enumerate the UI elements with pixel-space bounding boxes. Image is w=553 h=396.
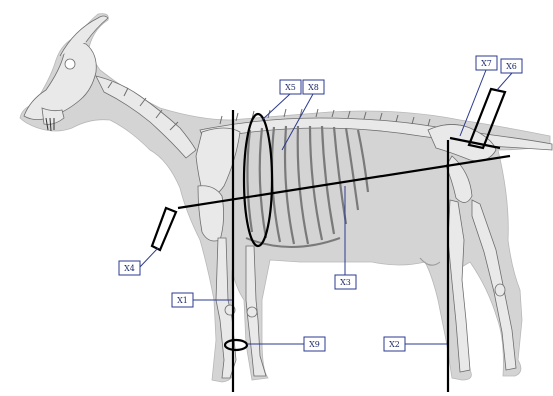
label-x2: X2 [384, 337, 405, 351]
label-x6: X6 [501, 59, 522, 73]
label-text: X6 [506, 62, 517, 71]
label-text: X5 [285, 83, 296, 92]
label-x8: X8 [303, 80, 324, 94]
label-x1: X1 [172, 293, 193, 307]
label-text: X3 [340, 278, 351, 287]
label-x4: X4 [119, 261, 140, 275]
label-text: X4 [124, 264, 135, 273]
label-x9: X9 [304, 337, 325, 351]
label-text: X7 [481, 59, 492, 68]
label-text: X8 [308, 83, 319, 92]
label-text: X1 [177, 296, 188, 305]
label-x7: X7 [476, 56, 497, 70]
x4-chest-width-marker [152, 208, 176, 250]
label-text: X9 [309, 340, 320, 349]
label-x3: X3 [335, 275, 356, 289]
label-x5: X5 [280, 80, 301, 94]
label-text: X2 [389, 340, 400, 349]
